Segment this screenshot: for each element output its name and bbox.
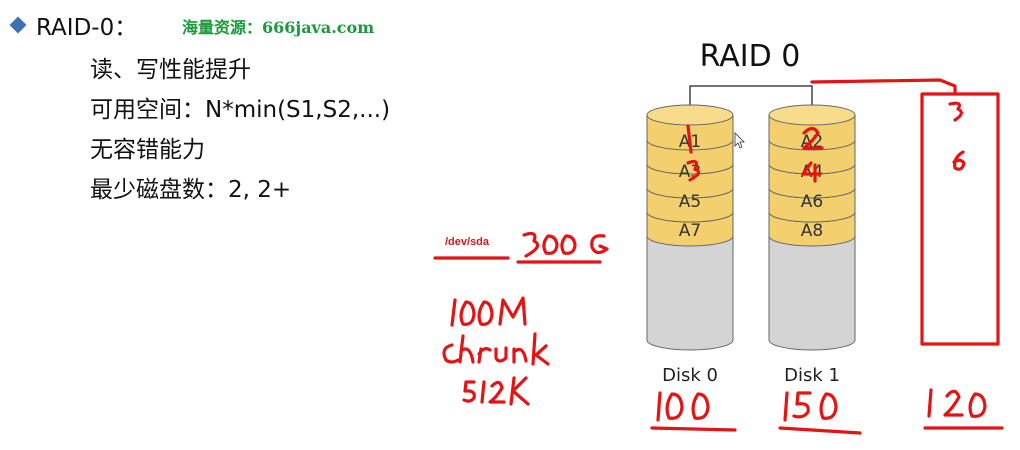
hand-100m <box>450 296 527 327</box>
hand-digit-6-box <box>952 150 966 171</box>
disk-0-top <box>646 104 734 126</box>
disk-1-top <box>768 104 856 126</box>
disk-0-name: Disk 0 <box>662 365 718 386</box>
dev-sda-label: /dev/sda <box>445 236 490 248</box>
hand-digit-1 <box>686 124 693 154</box>
hand-chrunk <box>442 332 550 366</box>
watermark-text: 海量资源：666java.com <box>182 18 375 37</box>
hand-digit-3-disk0 <box>686 159 701 182</box>
bullet-fault-tolerance: 无容错能力 <box>90 137 205 163</box>
heading-row: RAID-0： <box>8 8 137 42</box>
hand-digits-120 <box>927 388 987 418</box>
hand-connector-line <box>810 78 957 96</box>
diagram-title: RAID 0 <box>700 39 801 74</box>
mouse-cursor-icon <box>734 132 745 149</box>
hand-300g-G <box>590 234 609 255</box>
hand-300g-0b <box>560 234 577 255</box>
hand-third-disk-box <box>920 92 1000 346</box>
hand-digit-4 <box>801 161 822 183</box>
bullet-list: 读、写性能提升 可用空间：N*min(S1,S2,...) 无容错能力 最少磁盘… <box>90 50 390 210</box>
bullet-min-disks: 最少磁盘数：2, 2+ <box>90 177 292 203</box>
bullet-capacity: 可用空间：N*min(S1,S2,...) <box>90 97 391 123</box>
hand-512k <box>462 376 530 406</box>
hand-digit-2 <box>802 126 824 150</box>
bullet-read-write: 读、写性能提升 <box>90 57 251 83</box>
hand-digits-150 <box>783 391 838 422</box>
hand-underline-150 <box>778 426 862 435</box>
disk-1-label-a8: A8 <box>801 221 823 241</box>
hand-underline-100 <box>650 426 737 432</box>
disk-0-label-a5: A5 <box>679 192 701 212</box>
disk-1-name: Disk 1 <box>784 365 840 386</box>
disk-0-body <box>646 235 734 351</box>
hand-digits-100 <box>656 391 710 422</box>
handwritten-annotations: /dev/sda <box>433 78 1004 435</box>
slide-heading: RAID-0： <box>36 15 138 41</box>
hand-digit-3-box <box>948 101 963 122</box>
hand-300g-0a <box>542 234 559 255</box>
disk-1: A2 A4 A6 A8 Disk 1 <box>768 104 856 386</box>
hand-300g-3 <box>522 231 540 258</box>
disk-1-body <box>768 235 856 351</box>
disk-0-label-a7: A7 <box>679 221 701 241</box>
raid-connector <box>689 85 813 109</box>
disk-1-label-a6: A6 <box>801 192 823 212</box>
